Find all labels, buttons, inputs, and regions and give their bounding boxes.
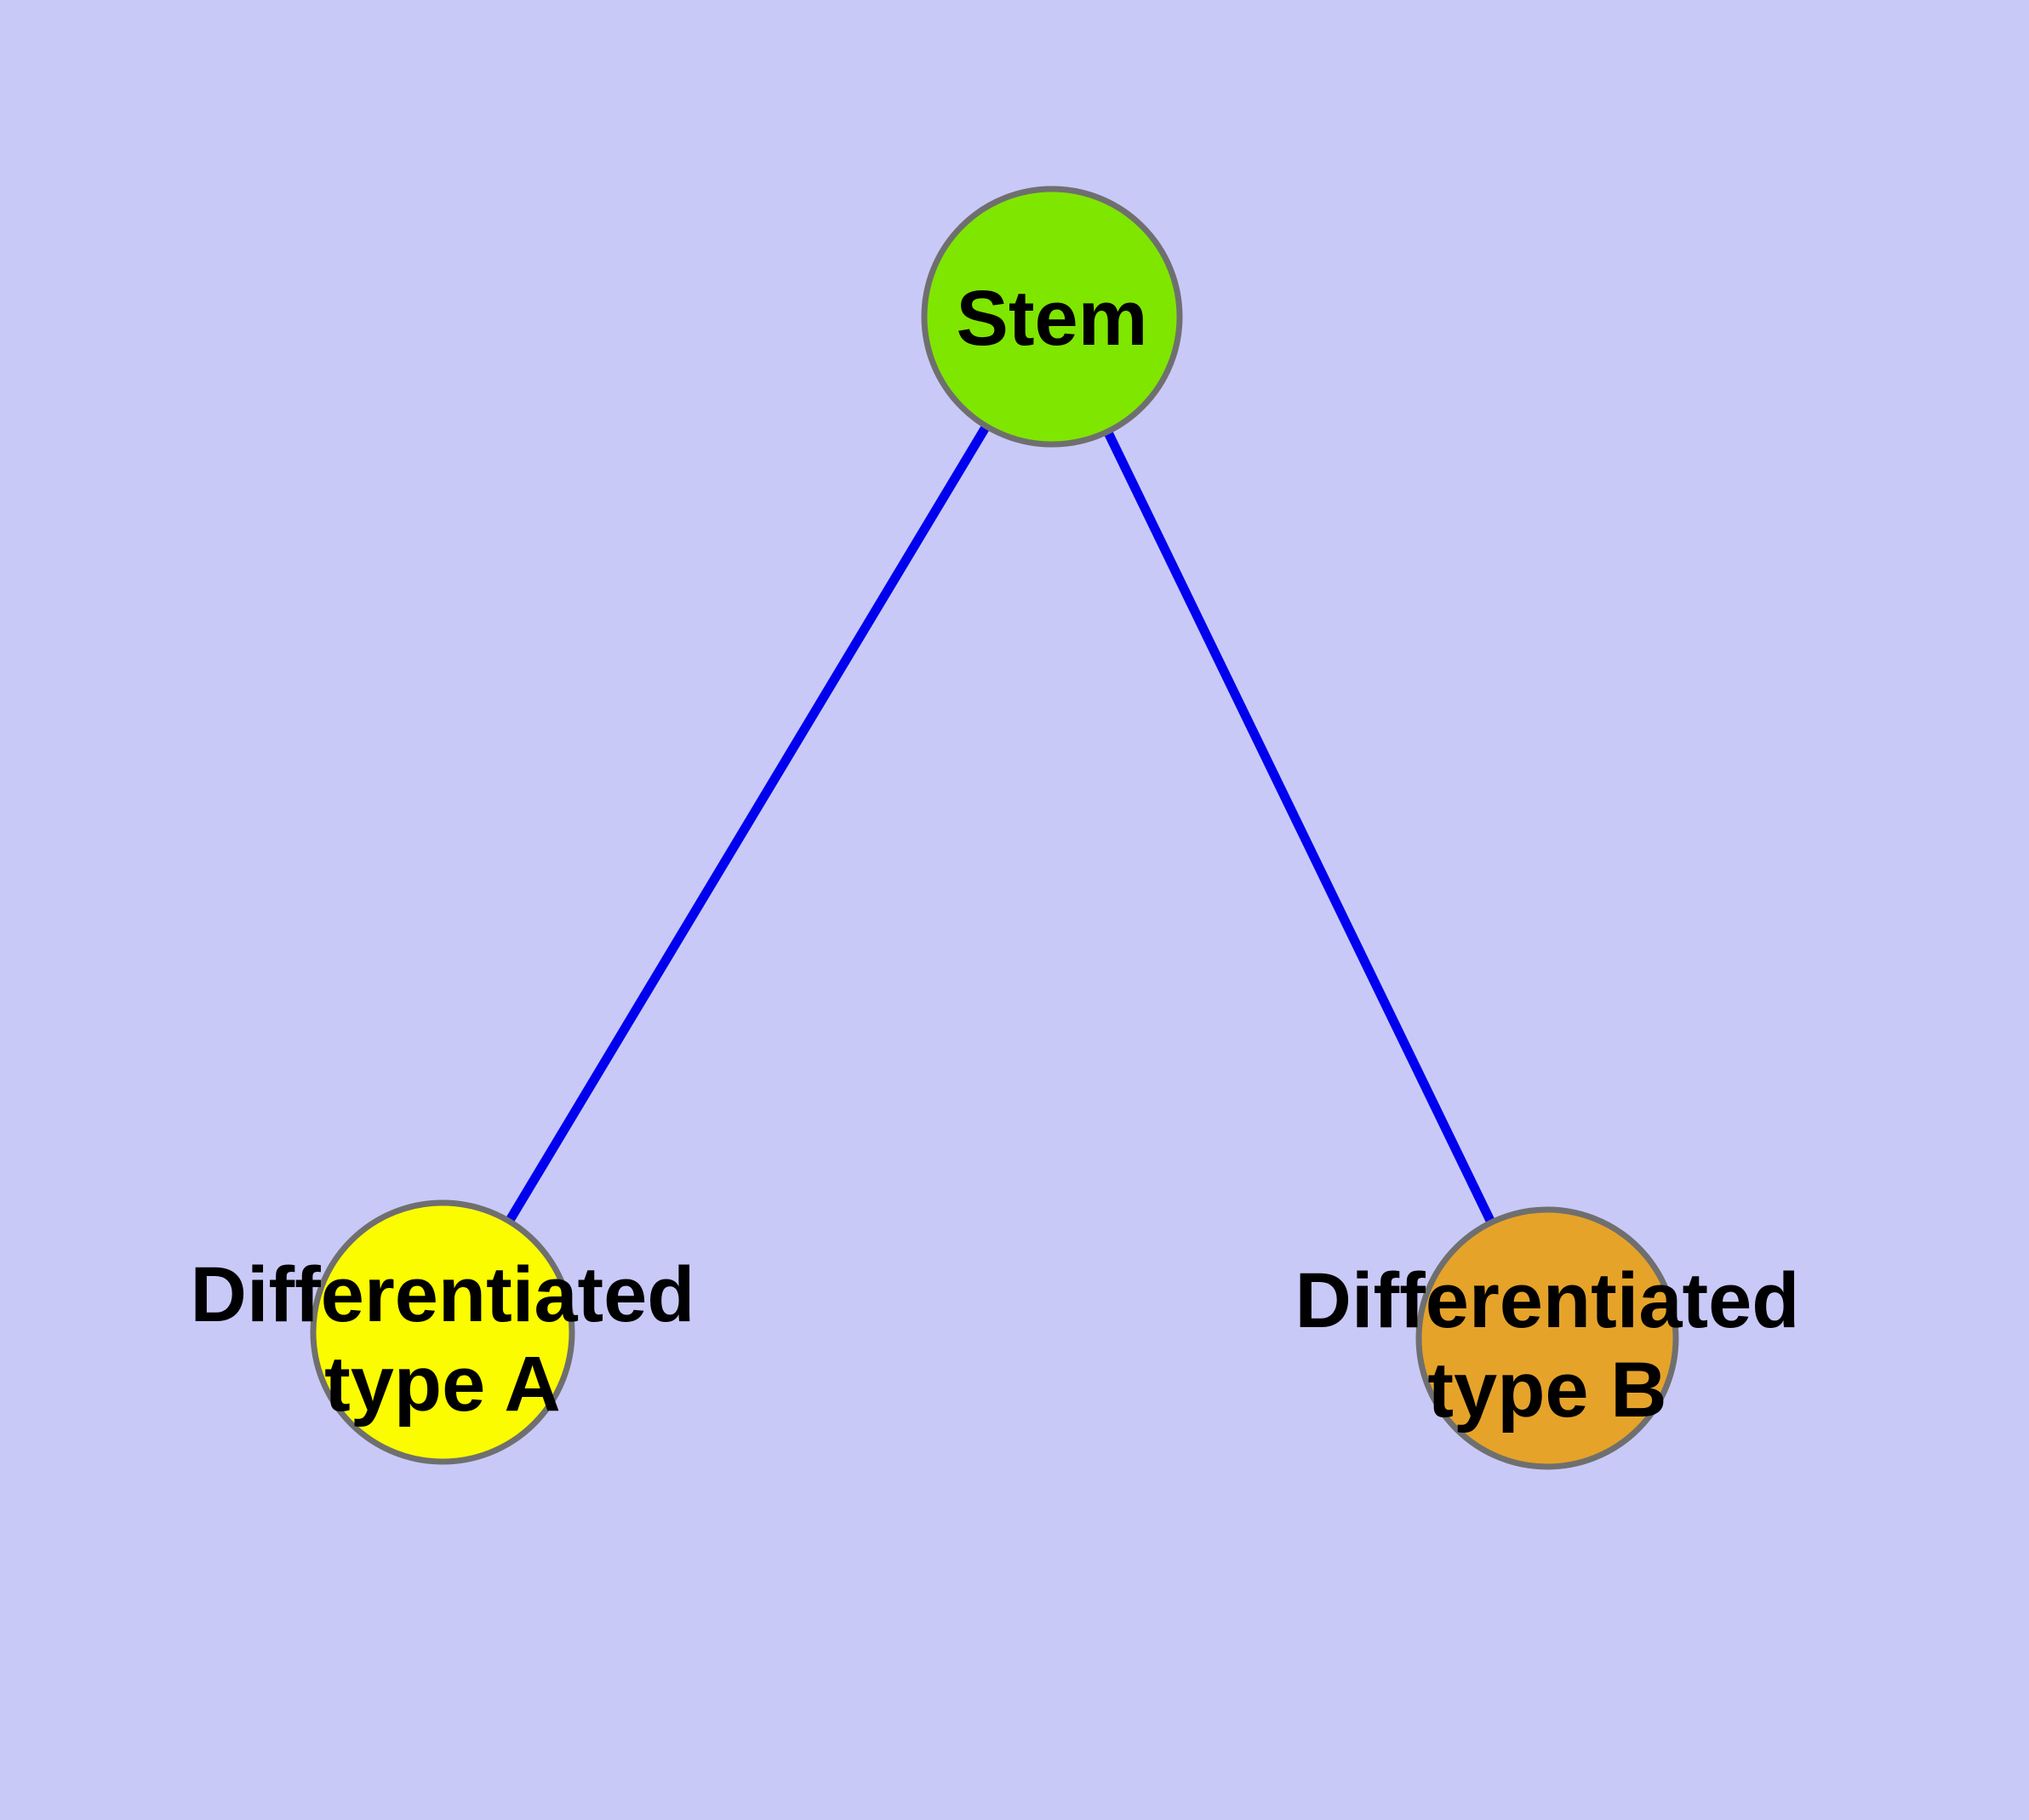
node-differentiated-type-a-label-line1: Differentiated bbox=[191, 1251, 695, 1338]
edge-stem-to-typeA bbox=[437, 312, 1057, 1337]
node-stem-label: Stem bbox=[957, 275, 1148, 362]
node-stem bbox=[921, 186, 1183, 448]
node-differentiated-type-a bbox=[310, 1199, 575, 1465]
edge-stem-to-typeB bbox=[1047, 312, 1552, 1343]
node-differentiated-type-b-label-line1: Differentiated bbox=[1295, 1257, 1800, 1344]
node-differentiated-type-b-label-line2: type B bbox=[1427, 1347, 1666, 1434]
node-differentiated-type-a-label-line2: type A bbox=[324, 1341, 561, 1428]
node-differentiated-type-b bbox=[1415, 1206, 1679, 1470]
